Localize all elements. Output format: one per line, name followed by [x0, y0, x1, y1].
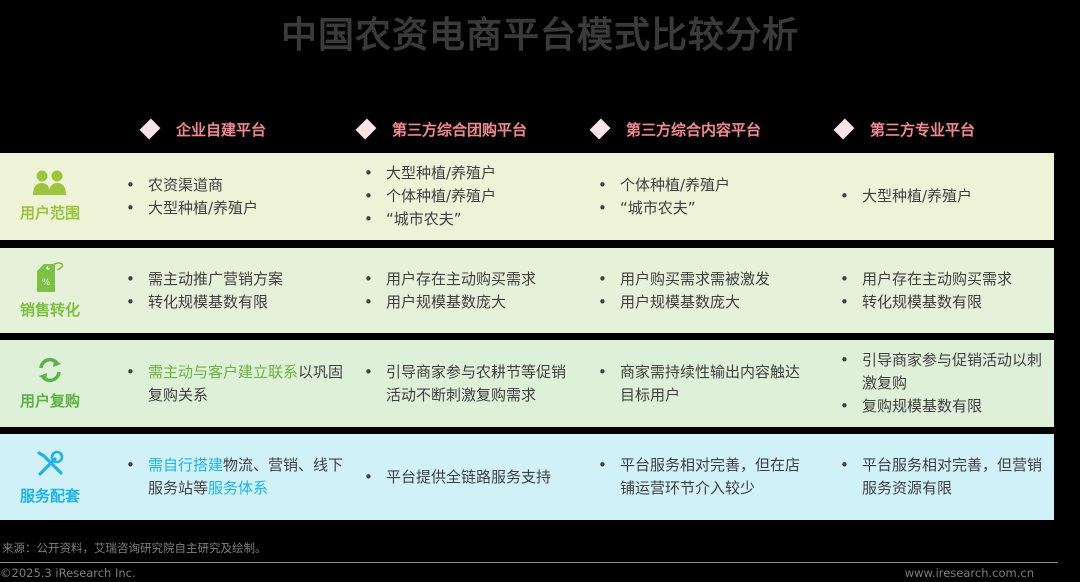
- cell: 用户存在主动购买需求 转化规模基数有限: [838, 248, 1048, 333]
- list-item: “城市农夫”: [362, 208, 582, 231]
- diamond-icon: [833, 118, 855, 140]
- column-header-label: 企业自建平台: [176, 120, 267, 139]
- list-item: 个体种植/养殖户: [596, 174, 816, 197]
- cell: 大型种植/养殖户 个体种植/养殖户 “城市农夫”: [362, 153, 582, 240]
- list-item: 大型种植/养殖户: [124, 197, 344, 220]
- highlight-text: 需自行搭建: [148, 456, 224, 474]
- list-item: 平台服务相对完善，但营销服务资源有限: [838, 454, 1050, 500]
- cell: 引导商家参与促销活动以刺激复购 复购规模基数有限: [838, 340, 1050, 427]
- list-item: 用户规模基数庞大: [596, 291, 816, 314]
- row-label: 用户复购: [19, 392, 80, 410]
- row-label: 用户范围: [19, 204, 80, 222]
- refresh-cycle-icon: [39, 357, 61, 383]
- column-header-label: 第三方综合内容平台: [626, 120, 762, 139]
- diamond-icon: [589, 118, 611, 140]
- users-icon: [33, 170, 66, 195]
- list-item: 大型种植/养殖户: [362, 162, 582, 185]
- list-item: 用户规模基数庞大: [362, 291, 582, 314]
- list-item: 引导商家参与促销活动以刺激复购: [838, 349, 1050, 395]
- list-item: 转化规模基数有限: [838, 291, 1048, 314]
- list-item: 平台服务相对完善，但在店铺运营环节介入较少: [596, 454, 812, 500]
- row-header: % 销售转化: [0, 248, 100, 333]
- row-label: 服务配套: [19, 486, 80, 505]
- copyright: ©2025.3 iResearch Inc.: [0, 566, 136, 580]
- cell: 需主动与客户建立联系以巩固复购关系: [124, 340, 346, 427]
- list-item-highlight: 转化规模基数有限: [124, 291, 344, 314]
- website-link[interactable]: www.iresearch.com.cn: [904, 566, 1034, 580]
- cell: 平台服务相对完善，但营销服务资源有限: [838, 434, 1050, 520]
- row-label: 销售转化: [19, 301, 80, 319]
- cell: 平台提供全链路服务支持: [362, 434, 582, 520]
- list-item: 引导商家参与农耕节等促销活动不断刺激复购需求: [362, 361, 572, 407]
- cell: 用户存在主动购买需求 用户规模基数庞大: [362, 248, 582, 333]
- row-header: 用户范围: [0, 153, 100, 240]
- footer-divider: [0, 562, 1058, 563]
- list-item: 需自行搭建物流、营销、线下服务站等服务体系: [124, 454, 346, 500]
- diamond-icon: [139, 118, 161, 140]
- row-repurchase: 用户复购 需主动与客户建立联系以巩固复购关系 引导商家参与农耕节等促销活动不断刺…: [0, 340, 1054, 427]
- svg-text:%: %: [42, 278, 51, 288]
- list-item: 用户存在主动购买需求: [838, 268, 1048, 291]
- cell: 个体种植/养殖户 “城市农夫”: [596, 153, 816, 240]
- cell: 商家需持续性输出内容触达目标用户: [596, 340, 812, 427]
- cell: 需自行搭建物流、营销、线下服务站等服务体系: [124, 434, 346, 520]
- cell: 需主动推广营销方案 转化规模基数有限: [124, 248, 344, 333]
- cell: 平台服务相对完善，但在店铺运营环节介入较少: [596, 434, 812, 520]
- plain-text: 物流、营销、线下服务站等: [148, 456, 344, 497]
- column-header-enterprise: 企业自建平台: [139, 116, 267, 142]
- page-title: 中国农资电商平台模式比较分析: [280, 15, 799, 56]
- row-sales-conversion: % 销售转化 需主动推广营销方案 转化规模基数有限 用户存在主动购买需求 用户规…: [0, 248, 1054, 333]
- list-item: 农资渠道商: [124, 174, 344, 197]
- highlight-text: 需主动与客户建立联系: [148, 362, 299, 381]
- list-item: 大型种植/养殖户: [838, 185, 1048, 208]
- cell: 农资渠道商 大型种植/养殖户: [124, 153, 344, 240]
- row-header: 服务配套: [0, 434, 100, 520]
- cell: 引导商家参与农耕节等促销活动不断刺激复购需求: [362, 340, 572, 427]
- highlight-text: 服务体系: [208, 479, 269, 497]
- column-header-group-buying: 第三方综合团购平台: [355, 116, 528, 142]
- cell: 用户购买需求需被激发 用户规模基数庞大: [596, 248, 816, 333]
- tools-icon: [37, 450, 64, 476]
- column-header-specialized: 第三方专业平台: [833, 116, 976, 142]
- row-header: 用户复购: [0, 340, 100, 427]
- list-item: 复购规模基数有限: [838, 395, 1050, 418]
- plain-text: 以巩固复购关系: [148, 362, 344, 404]
- list-item: 需主动与客户建立联系以巩固复购关系: [124, 361, 346, 407]
- list-item: 用户存在主动购买需求: [362, 268, 582, 291]
- list-item: “城市农夫”: [596, 197, 816, 220]
- price-tag-icon: %: [37, 262, 64, 292]
- column-header-label: 第三方专业平台: [870, 120, 976, 139]
- row-user-scope: 用户范围 农资渠道商 大型种植/养殖户 大型种植/养殖户 个体种植/养殖户 “城…: [0, 153, 1054, 240]
- cell: 大型种植/养殖户: [838, 153, 1048, 240]
- list-item: 个体种植/养殖户: [362, 185, 582, 208]
- list-item: 商家需持续性输出内容触达目标用户: [596, 361, 812, 407]
- column-header-content: 第三方综合内容平台: [589, 116, 762, 142]
- column-header-label: 第三方综合团购平台: [392, 120, 528, 139]
- list-item: 用户购买需求需被激发: [596, 268, 816, 291]
- source-note: 来源：公开资料，艾瑞咨询研究院自主研究及绘制。: [2, 541, 267, 555]
- row-service-support: 服务配套 需自行搭建物流、营销、线下服务站等服务体系 平台提供全链路服务支持 平…: [0, 434, 1054, 520]
- diamond-icon: [355, 118, 377, 140]
- list-item-highlight: 需主动推广营销方案: [124, 268, 344, 291]
- list-item: 平台提供全链路服务支持: [362, 466, 582, 489]
